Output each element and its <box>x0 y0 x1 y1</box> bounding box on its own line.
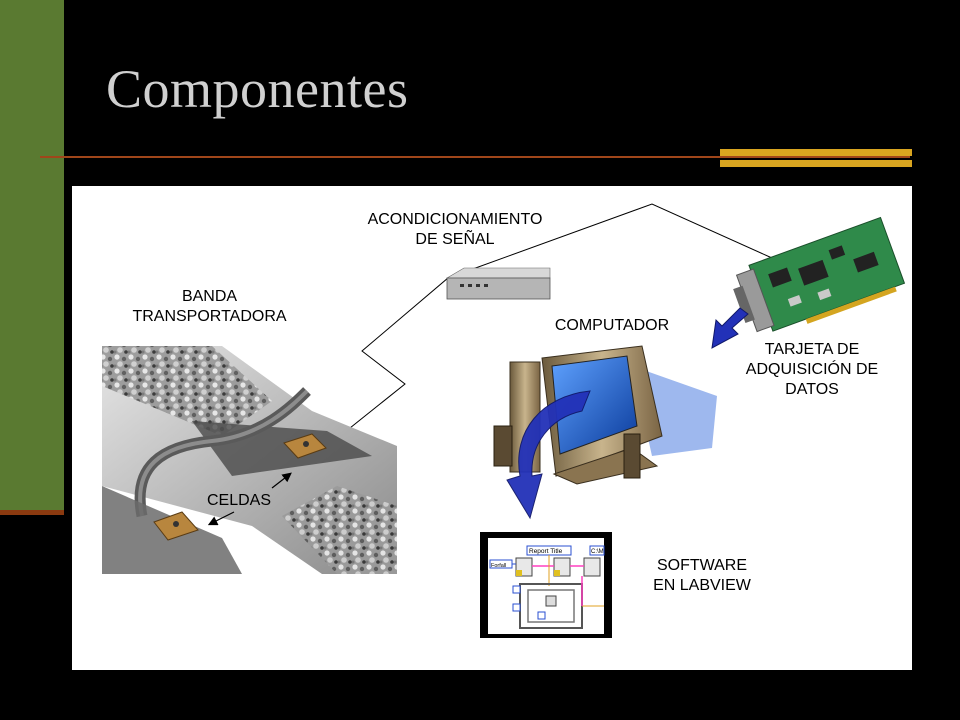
load-cell-upper <box>283 433 327 459</box>
load-cell-lower <box>153 511 199 541</box>
gold-accent-bar-bottom <box>720 160 912 167</box>
load-cells-label: CELDAS <box>206 492 272 509</box>
celdas-pointer-upper <box>271 472 292 489</box>
connection-wire <box>329 203 773 445</box>
side-accent-bar <box>0 0 64 512</box>
signal-conditioning-label: ACONDICIONAMIENTO DE SEÑAL <box>367 211 543 248</box>
input-label: Forfall <box>491 563 506 569</box>
daq-card-image <box>733 216 906 333</box>
conveyor-belt-image <box>102 346 397 574</box>
diagram-panel: Report Title C:\M Forfall ACONDICIONAMIE… <box>72 186 912 670</box>
report-title-label: Report Title <box>529 548 563 555</box>
data-flow-arrow-icon <box>711 307 749 349</box>
path-label: C:\M <box>591 549 604 555</box>
conveyor-belt-label: BANDA TRANSPORTADORA <box>132 288 287 325</box>
signal-conditioner-device <box>445 267 551 300</box>
software-label: SOFTWARE EN LABVIEW <box>653 557 751 594</box>
components-diagram: Report Title C:\M Forfall <box>102 203 906 638</box>
computer-image <box>493 345 717 485</box>
gold-accent-bar-top <box>720 149 912 156</box>
celdas-pointer-lower <box>207 511 235 526</box>
title-divider <box>40 156 910 158</box>
side-accent-edge <box>0 510 64 515</box>
curved-flow-arrow-icon <box>506 390 591 520</box>
slide-title: Componentes <box>106 59 409 119</box>
daq-card-label: TARJETA DE ADQUISICIÓN DE DATOS <box>745 341 879 398</box>
labview-block-diagram: Report Title C:\M Forfall <box>480 532 612 638</box>
computer-label: COMPUTADOR <box>554 317 670 334</box>
